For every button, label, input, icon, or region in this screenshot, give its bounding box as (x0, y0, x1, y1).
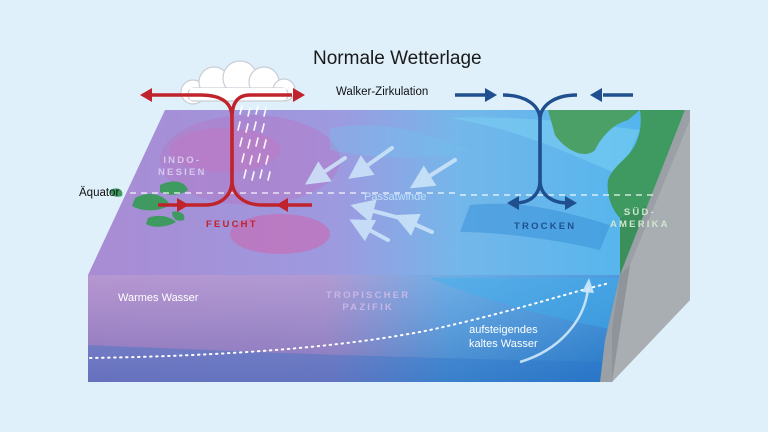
blue-arrowhead-in-right (590, 88, 602, 102)
diagram-title: Normale Wetterlage (313, 48, 482, 69)
cool-band-3 (330, 125, 470, 158)
upwelling-arrowhead (582, 278, 594, 293)
island-small-1 (172, 211, 185, 221)
island-small-2 (110, 188, 123, 197)
tropical-pacific-label-line-2: PAZIFIK (342, 302, 394, 313)
land-cut-face (612, 120, 690, 382)
ocean-front-shade (88, 275, 620, 382)
deep-water-band (88, 345, 612, 382)
south-america-label: SÜD- AMERIKA (610, 207, 670, 231)
red-arrowhead-in-left (177, 198, 189, 212)
blue-arrowhead-in-left (485, 88, 497, 102)
walker-circulation-label: Walker-Zirkulation (336, 86, 429, 98)
red-arrowhead-right (293, 88, 305, 102)
tropical-pacific-label: TROPISCHER PAZIFIK (326, 290, 410, 314)
feucht-label: FEUCHT (206, 219, 258, 230)
upwelling-label-line-1: aufsteigendes (469, 324, 538, 336)
land-central-america (548, 110, 640, 155)
south-america-label-line-2: AMERIKA (610, 219, 670, 230)
trade-wind-arrow-2 (409, 158, 457, 189)
blue-right-curve (538, 93, 578, 205)
equator-label: Äquator (79, 187, 120, 199)
trade-wind-arrow-5 (349, 219, 390, 242)
trade-winds-label: Passatwinde (364, 191, 427, 203)
south-america-label-line-1: SÜD- (623, 207, 656, 218)
upwelling-label: aufsteigendes kaltes Wasser (469, 323, 538, 351)
warm-water-label: Warmes Wasser (118, 292, 199, 304)
tropical-pacific-label-line-1: TROPISCHER (326, 290, 411, 301)
indonesia-label-line-2: NESIEN (158, 167, 207, 178)
cool-band-2 (460, 203, 610, 250)
island-bali (146, 215, 176, 227)
trade-wind-arrow-6 (394, 213, 434, 236)
blue-arrowhead-out-left (507, 196, 519, 210)
blue-arrowhead-out-right (565, 196, 577, 210)
red-arrowhead-in-right (276, 198, 288, 212)
upwelling-water (430, 278, 620, 330)
thermocline-line (89, 282, 611, 359)
rain-streaks (237, 105, 271, 181)
trade-wind-arrow-3 (305, 156, 347, 185)
upwelling-label-line-2: kaltes Wasser (469, 338, 538, 350)
trade-wind-arrow-1 (348, 146, 394, 179)
warm-pool-core (170, 128, 280, 172)
land-cut-shadow (612, 265, 630, 382)
land-south-america-top (607, 110, 685, 218)
upwelling-arrow (519, 287, 590, 364)
trocken-label: TROCKEN (514, 221, 577, 232)
island-sumatra (160, 181, 188, 195)
rising-air-circulation (150, 93, 312, 207)
indonesia-label: INDO- NESIEN (158, 155, 207, 179)
red-right-curve (230, 93, 312, 207)
warm-pool-south (230, 214, 330, 254)
indonesia-label-line-1: INDO- (163, 155, 202, 166)
trade-wind-arrows (305, 146, 457, 242)
trade-wind-arrow-4 (350, 199, 402, 223)
sinking-air-circulation (455, 93, 633, 205)
red-arrowhead-left (140, 88, 152, 102)
